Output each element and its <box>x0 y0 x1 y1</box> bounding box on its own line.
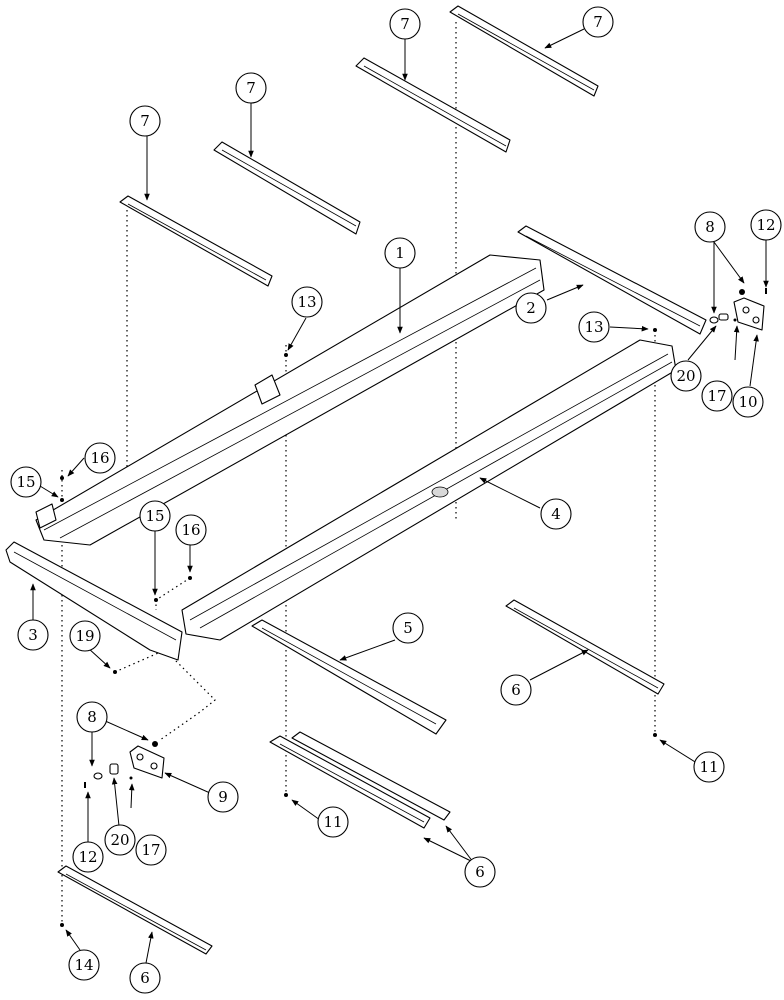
angle-6-left <box>57 865 213 955</box>
callout-20-right: 20 <box>670 360 702 392</box>
channel-5 <box>251 619 447 735</box>
callout-9: 9 <box>207 781 239 813</box>
svg-text:11: 11 <box>699 758 718 776</box>
angle-6-center-b <box>291 731 451 821</box>
callout-8-left: 8 <box>76 701 108 733</box>
callout-12-left: 12 <box>72 841 104 873</box>
svg-text:13: 13 <box>297 293 316 311</box>
svg-text:4: 4 <box>551 505 561 523</box>
svg-text:13: 13 <box>584 318 603 336</box>
callout-15-lower: 15 <box>139 500 171 532</box>
callout-12-right: 12 <box>750 209 782 241</box>
callout-17-left: 17 <box>135 834 167 866</box>
svg-text:1: 1 <box>395 244 405 262</box>
callout-11-right: 11 <box>693 751 725 783</box>
callout-17-right: 17 <box>701 380 733 412</box>
svg-text:15: 15 <box>16 473 35 491</box>
angle-6-center-a <box>269 735 431 829</box>
svg-text:14: 14 <box>74 956 93 974</box>
bracket-10 <box>733 297 765 331</box>
svg-text:16: 16 <box>181 521 200 539</box>
angle-6-right <box>505 599 665 695</box>
svg-text:9: 9 <box>218 788 228 806</box>
svg-text:19: 19 <box>75 627 94 645</box>
svg-text:3: 3 <box>28 626 38 644</box>
callout-8-right: 8 <box>694 211 726 243</box>
callout-1: 1 <box>384 237 416 269</box>
leader-lines <box>30 28 769 964</box>
callout-5: 5 <box>392 612 424 644</box>
callout-20-left: 20 <box>104 824 136 856</box>
callout-4: 4 <box>540 498 572 530</box>
callout-6-center: 6 <box>464 856 496 888</box>
callout-2: 2 <box>515 292 547 324</box>
rail-7-mid-left <box>213 141 361 235</box>
svg-text:8: 8 <box>87 708 97 726</box>
crossmember-3 <box>5 541 183 661</box>
crossmember-2 <box>517 225 707 335</box>
callout-15-upper: 15 <box>10 466 42 498</box>
svg-text:10: 10 <box>738 393 757 411</box>
svg-text:17: 17 <box>707 387 726 405</box>
rail-7-right <box>449 5 599 97</box>
svg-text:20: 20 <box>110 831 129 849</box>
svg-text:15: 15 <box>145 507 164 525</box>
bracket-9 <box>129 745 165 779</box>
callout-6-right: 6 <box>500 674 532 706</box>
rail-7-mid-right <box>355 57 511 153</box>
svg-text:6: 6 <box>511 681 521 699</box>
rail-7-left <box>119 195 273 287</box>
callout-7-c: 7 <box>389 8 421 40</box>
svg-text:11: 11 <box>323 813 342 831</box>
svg-text:6: 6 <box>475 863 485 881</box>
frame-rail-1 <box>35 254 545 546</box>
callout-10: 10 <box>732 386 764 418</box>
dots <box>60 328 657 927</box>
callout-13-center: 13 <box>291 286 323 318</box>
hardware-right <box>709 288 767 324</box>
callouts: 1 2 3 4 5 6 6 6 7 7 7 7 8 8 9 10 11 11 1… <box>10 6 782 994</box>
svg-text:7: 7 <box>400 15 410 33</box>
svg-text:7: 7 <box>246 79 256 97</box>
svg-text:7: 7 <box>593 13 603 31</box>
svg-text:16: 16 <box>90 449 109 467</box>
svg-text:12: 12 <box>756 216 775 234</box>
callout-19: 19 <box>69 620 101 652</box>
svg-text:2: 2 <box>526 299 536 317</box>
hardware-left <box>84 741 158 788</box>
svg-text:8: 8 <box>705 218 715 236</box>
callout-3: 3 <box>17 619 49 651</box>
callout-7-d: 7 <box>582 6 614 38</box>
callout-14: 14 <box>68 949 100 981</box>
svg-text:7: 7 <box>140 112 150 130</box>
callout-13-right: 13 <box>578 311 610 343</box>
callout-16-lower: 16 <box>175 514 207 546</box>
callout-7-b: 7 <box>235 72 267 104</box>
callout-16-upper: 16 <box>84 442 116 474</box>
callout-11-center: 11 <box>317 806 349 838</box>
callout-6-left: 6 <box>129 962 161 994</box>
svg-text:12: 12 <box>78 848 97 866</box>
svg-text:17: 17 <box>141 841 160 859</box>
svg-text:6: 6 <box>140 969 150 987</box>
svg-text:20: 20 <box>676 367 695 385</box>
svg-text:5: 5 <box>403 619 413 637</box>
callout-7-a: 7 <box>129 105 161 137</box>
